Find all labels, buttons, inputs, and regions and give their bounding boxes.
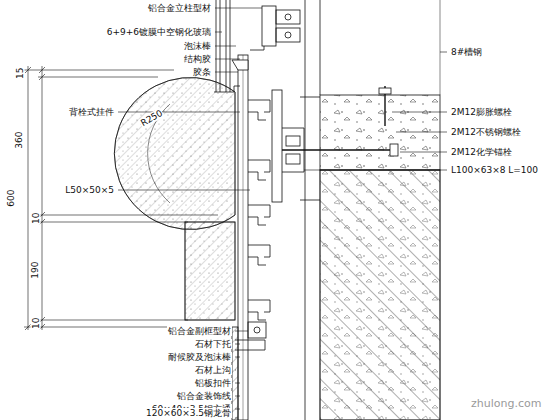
glass-label: 胶条: [192, 67, 212, 77]
concrete-wall: [305, 0, 440, 420]
part-label: 铝板扣件: [194, 378, 232, 388]
part-label: 2M12化学锚栓: [450, 147, 513, 157]
part-label: 2M12不锈钢螺栓: [450, 127, 522, 137]
part-label: 背栓式挂件: [68, 107, 115, 117]
dimension-line: [24, 66, 218, 330]
part-label: L50×50×5: [64, 185, 115, 195]
part-label: 石材上沟: [194, 365, 232, 375]
dimension-label: 10: [31, 211, 41, 224]
dimension-label: 15: [15, 66, 25, 79]
stone-clip: [235, 100, 270, 350]
glass-label: 结构胶: [183, 54, 212, 64]
stone-arc: [114, 78, 235, 230]
part-label: 8#槽钢: [450, 47, 483, 57]
watermark: zhulong.com: [470, 398, 542, 411]
dimension-label: 600: [7, 188, 17, 207]
part-label: L100×63×8 L=100: [450, 165, 539, 175]
part-label: 石材下托: [194, 339, 232, 349]
glass-panel: [214, 0, 240, 92]
glass-label: 铝合金立柱型材: [147, 3, 212, 13]
anchor-connection: [272, 86, 398, 202]
dimension-label: 10: [31, 316, 41, 329]
dimension-label: 360: [15, 130, 25, 149]
part-label: 铝合金副框型材: [167, 326, 232, 336]
part-label: 120×60×3.5钢龙骨: [145, 408, 232, 418]
glass-label: 6+9+6镀膜中空钢化玻璃: [106, 27, 212, 37]
steel-bracket: [250, 6, 300, 50]
leader-line: [118, 8, 447, 418]
part-label: 2M12膨胀螺栓: [450, 107, 513, 117]
glass-label: 泡沫棒: [183, 41, 212, 51]
part-label: 铝合金装饰线: [176, 391, 232, 401]
dimension-label: 190: [31, 260, 41, 279]
part-label: 耐候胶及泡沫棒: [167, 352, 232, 362]
